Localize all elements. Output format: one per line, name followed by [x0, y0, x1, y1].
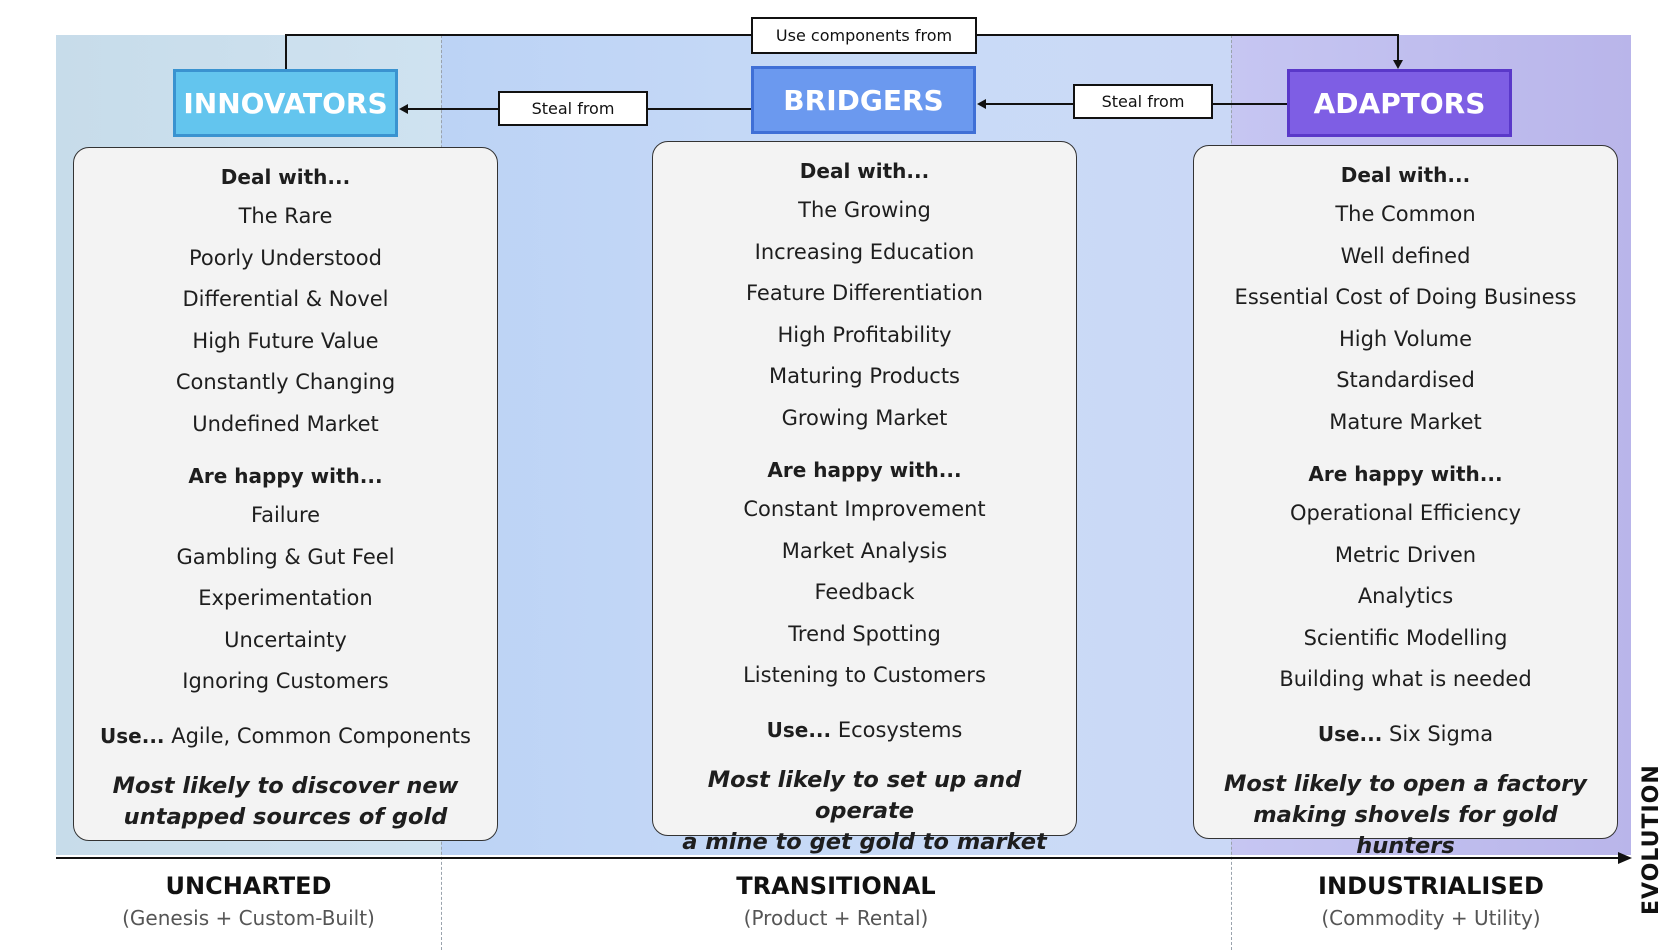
deal-heading: Deal with... [220, 165, 351, 189]
happy-heading: Are happy with... [1308, 462, 1503, 486]
deal-item: Increasing Education [754, 239, 975, 264]
happy-item: Failure [250, 503, 321, 527]
deal-item: Standardised [1336, 368, 1475, 392]
use-value: Six Sigma [1389, 721, 1494, 746]
zone-transitional: TRANSITIONAL (Product + Rental) [441, 870, 1231, 933]
deal-item: Poorly Understood [189, 245, 382, 270]
most-likely-line-2: making shovels for gold hunters [1253, 801, 1558, 859]
happy-item: Scientific Modelling [1303, 625, 1508, 650]
bridgers-header: BRIDGERS [751, 66, 976, 134]
most-likely-text: Most likely to open a factory making sho… [1194, 769, 1617, 862]
happy-item: Constant Improvement [743, 497, 986, 521]
steal-right-line-b [1213, 103, 1287, 105]
most-likely-line-1: Most likely to open a factory [1224, 770, 1587, 797]
deal-item: The Rare [238, 204, 333, 228]
deal-item: Growing Market [781, 405, 948, 430]
deal-item: The Common [1335, 202, 1476, 226]
most-likely-text: Most likely to set up and operate a mine… [653, 765, 1076, 858]
zone-name: UNCHARTED [165, 872, 332, 900]
happy-item: Market Analysis [781, 538, 948, 563]
use-line: Use... Agile, Common Components [74, 715, 497, 757]
deal-item: Undefined Market [192, 411, 379, 436]
deal-item: Well defined [1340, 243, 1471, 268]
happy-item: Metric Driven [1334, 542, 1477, 567]
evolution-axis-arrowhead [1618, 852, 1632, 864]
use-value: Agile, Common Components [171, 723, 471, 748]
deal-item: Constantly Changing [175, 370, 396, 394]
happy-item: Trend Spotting [788, 621, 941, 646]
zone-subtitle: (Product + Rental) [743, 906, 929, 930]
use-label: Use... [100, 723, 165, 748]
zone-name: INDUSTRIALISED [1318, 872, 1544, 900]
happy-item: Building what is needed [1279, 667, 1532, 691]
happy-item: Operational Efficiency [1289, 501, 1522, 525]
deal-item: High Volume [1338, 326, 1473, 351]
deal-heading: Deal with... [1340, 163, 1471, 187]
deal-item: Differential & Novel [182, 287, 389, 311]
zone-uncharted: UNCHARTED (Genesis + Custom-Built) [56, 870, 441, 933]
steal-from-label-left: Steal from [498, 91, 648, 126]
evolution-label: EVOLUTION [1639, 764, 1664, 915]
adaptors-header: ADAPTORS [1287, 69, 1512, 137]
steal-left-line-b [648, 108, 751, 110]
zone-industrialised: INDUSTRIALISED (Commodity + Utility) [1231, 870, 1631, 933]
use-label: Use... [766, 717, 832, 742]
deal-item: Essential Cost of Doing Business [1234, 285, 1577, 309]
most-likely-line-2: untapped sources of gold [123, 803, 448, 830]
happy-item: Experimentation [198, 586, 373, 610]
deal-item: The Growing [798, 198, 931, 222]
deal-item: High Profitability [777, 322, 952, 347]
zone-name: TRANSITIONAL [736, 872, 936, 900]
use-line: Use... Six Sigma [1194, 713, 1617, 755]
deal-heading: Deal with... [799, 159, 930, 183]
happy-item: Feedback [814, 580, 915, 604]
arrow-down-to-adaptors [1393, 60, 1403, 69]
use-components-line-left [285, 34, 751, 36]
use-components-line-right [977, 34, 1398, 36]
use-components-line-left-vertical [285, 34, 287, 69]
happy-heading: Are happy with... [188, 464, 383, 488]
use-value: Ecosystems [837, 717, 963, 742]
use-components-line-right-vertical [1397, 34, 1399, 61]
evolution-axis [56, 857, 1621, 859]
happy-item: Ignoring Customers [182, 669, 389, 693]
steal-from-label-right: Steal from [1073, 84, 1213, 119]
use-components-label: Use components from [751, 17, 977, 54]
happy-item: Listening to Customers [743, 663, 986, 687]
happy-item: Analytics [1357, 584, 1454, 608]
steal-right-line-a [986, 103, 1073, 105]
deal-item: Maturing Products [769, 364, 960, 388]
use-label: Use... [1317, 721, 1383, 746]
most-likely-line-2: a mine to get gold to market [682, 828, 1047, 855]
arrow-left-to-bridgers [977, 99, 986, 109]
most-likely-line-1: Most likely to set up and operate [707, 766, 1022, 824]
deal-item: Feature Differentiation [746, 281, 983, 305]
bridgers-panel: Deal with... The Growing Increasing Educ… [652, 141, 1077, 855]
happy-heading: Are happy with... [767, 458, 962, 482]
happy-item: Gambling & Gut Feel [176, 544, 395, 569]
most-likely-text: Most likely to discover new untapped sou… [74, 771, 497, 833]
steal-left-line-a [408, 108, 498, 110]
innovators-panel: Deal with... The Rare Poorly Understood … [73, 147, 498, 841]
zone-subtitle: (Commodity + Utility) [1321, 906, 1541, 930]
use-line: Use... Ecosystems [653, 709, 1076, 751]
arrow-left-to-innovators [399, 104, 408, 114]
innovators-header: INNOVATORS [173, 69, 398, 137]
deal-item: High Future Value [192, 328, 379, 353]
deal-item: Mature Market [1329, 409, 1482, 434]
adaptors-panel: Deal with... The Common Well defined Ess… [1193, 145, 1618, 859]
most-likely-line-1: Most likely to discover new [112, 772, 459, 799]
happy-item: Uncertainty [224, 627, 347, 652]
zone-subtitle: (Genesis + Custom-Built) [122, 906, 375, 930]
